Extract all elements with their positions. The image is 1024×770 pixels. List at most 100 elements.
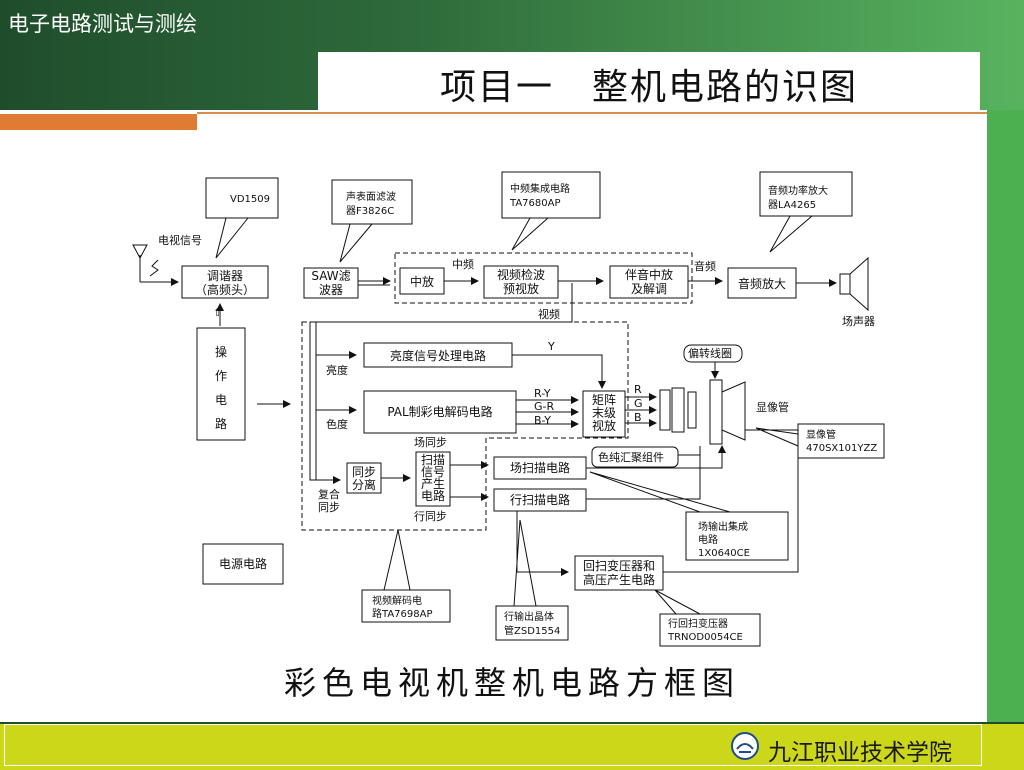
footer-band bbox=[0, 722, 1024, 770]
control-label: 路 bbox=[215, 416, 227, 431]
tube-text: 470SX101YZZ bbox=[806, 443, 877, 454]
purity-label: 色纯汇聚组件 bbox=[598, 450, 664, 464]
audio-amp-label: 音频放大 bbox=[738, 276, 786, 291]
diagram-caption: 彩色电视机整机电路方框图 bbox=[283, 664, 740, 702]
sound-if-label: 伴音中放 bbox=[625, 267, 673, 282]
tuner-block bbox=[181, 265, 269, 299]
scan-gen-label: 电路 bbox=[421, 488, 445, 503]
accent-bar bbox=[0, 114, 197, 130]
power-label: 电源电路 bbox=[219, 556, 267, 571]
luma-label: 亮度信号处理电路 bbox=[390, 348, 486, 363]
video-line-label: 视频 bbox=[538, 307, 560, 321]
flyback-part-text: TRNOD0054CE bbox=[667, 632, 743, 643]
pal-label: PAL制彩电解码电路 bbox=[387, 404, 492, 419]
school-name: 九江职业技术学院 bbox=[768, 740, 952, 766]
by-label: B-Y bbox=[534, 414, 551, 427]
speaker-label: 场声器 bbox=[842, 314, 875, 328]
gr-label: G-R bbox=[534, 400, 554, 413]
power-block bbox=[202, 543, 284, 585]
sound-if-block bbox=[609, 265, 689, 299]
tube-text: 显像管 bbox=[806, 428, 836, 441]
if-ic-text: 中频集成电路 bbox=[510, 182, 570, 195]
flyback-part-text: 行回扫变压器 bbox=[668, 617, 728, 630]
audio-ic-text: 器LA4265 bbox=[768, 199, 816, 211]
yoke-callout bbox=[683, 344, 743, 363]
side-strip bbox=[987, 110, 1024, 722]
if-ic-group bbox=[394, 252, 693, 304]
matrix-block bbox=[582, 390, 626, 438]
crt-label: 显像管 bbox=[756, 400, 789, 414]
v-out-callout bbox=[685, 511, 789, 561]
yoke-label: 偏转线圈 bbox=[688, 346, 732, 360]
v-out-text: 电路 bbox=[698, 533, 718, 546]
decoder-text: 路TA7698AP bbox=[372, 607, 433, 620]
control-label: 操 bbox=[215, 344, 227, 359]
video-detect-label: 预视放 bbox=[503, 281, 539, 296]
audio-line-label: 音频 bbox=[694, 259, 716, 273]
b-label: B bbox=[634, 411, 642, 424]
vd1509-text: VD1509 bbox=[230, 194, 270, 205]
h-out-callout bbox=[495, 605, 569, 641]
flyback-callout bbox=[659, 613, 761, 647]
sound-if-label: 及解调 bbox=[631, 282, 667, 296]
y-label: Y bbox=[547, 340, 555, 353]
composite-sync-label: 同步 bbox=[318, 501, 340, 514]
matrix-label: 视放 bbox=[592, 418, 616, 433]
h-sync-label: 行同步 bbox=[414, 510, 447, 523]
v-out-text: 1X0640CE bbox=[698, 548, 750, 559]
tv-signal-label: 电视信号 bbox=[158, 233, 202, 247]
flyback-block bbox=[574, 555, 664, 591]
audio-ic-callout bbox=[759, 171, 853, 217]
flyback-label: 回扫变压器和 bbox=[583, 558, 655, 573]
scan-gen-label: 产生 bbox=[421, 477, 445, 491]
course-title: 电子电路测试与测绘 bbox=[8, 12, 197, 36]
decoder-callout bbox=[361, 589, 451, 623]
page-title: 项目一 整机电路的识图 bbox=[439, 67, 858, 108]
matrix-label: 末级 bbox=[592, 406, 616, 420]
v-sync-label: 场同步 bbox=[414, 435, 447, 449]
vd1509-callout bbox=[205, 177, 279, 219]
saw-part-text: 声表面滤波 bbox=[346, 190, 396, 203]
purity-callout bbox=[591, 446, 679, 468]
sync-sep-label: 同步 bbox=[352, 465, 376, 479]
saw-label: 波器 bbox=[319, 283, 343, 297]
composite-sync-label: 复合 bbox=[318, 487, 340, 501]
title-box: 项目一 整机电路的识图 bbox=[318, 52, 980, 110]
h-out-text: 管ZSD1554 bbox=[504, 624, 560, 637]
video-detect-label: 视频检波 bbox=[497, 267, 545, 282]
h-scan-label: 行扫描电路 bbox=[510, 492, 570, 507]
speaker-icon bbox=[839, 256, 869, 312]
crt-icon bbox=[659, 379, 746, 445]
v-scan-label: 场扫描电路 bbox=[510, 460, 570, 475]
g-label: G bbox=[634, 397, 643, 410]
footer-frame bbox=[4, 724, 982, 766]
up-arrow-glyph: ⇧ bbox=[213, 306, 222, 319]
brightness-label: 亮度 bbox=[326, 363, 348, 377]
saw-part-text: 器F3826C bbox=[346, 205, 394, 217]
scan-gen-label: 信号 bbox=[421, 465, 445, 479]
decoder-text: 视频解码电 bbox=[372, 594, 422, 607]
flyback-label: 高压产生电路 bbox=[583, 572, 655, 587]
if-amp-label: 中放 bbox=[410, 274, 434, 289]
v-out-text: 场输出集成 bbox=[698, 520, 748, 533]
chroma-label: 色度 bbox=[326, 417, 348, 431]
matrix-label: 矩阵 bbox=[592, 393, 616, 407]
if-ic-text: TA7680AP bbox=[509, 198, 561, 209]
saw-label: SAW滤 bbox=[311, 269, 350, 283]
if-line-label: 中频 bbox=[452, 257, 474, 271]
control-block bbox=[196, 327, 246, 441]
if-ic-callout bbox=[501, 171, 601, 219]
scan-gen-label: 扫描 bbox=[421, 453, 445, 467]
h-scan-block bbox=[493, 488, 587, 512]
h-out-text: 行输出晶体 bbox=[504, 610, 554, 623]
ry-label: R-Y bbox=[534, 387, 551, 400]
control-label: 作 bbox=[215, 369, 227, 383]
audio-ic-text: 音频功率放大 bbox=[768, 184, 828, 197]
sync-sep-label: 分离 bbox=[352, 477, 376, 492]
tuner-label: 调谐器 bbox=[207, 269, 243, 283]
scan-gen-block bbox=[415, 451, 451, 507]
school-logo-icon bbox=[731, 732, 759, 760]
title-rule bbox=[197, 112, 987, 114]
r-label: R bbox=[634, 383, 642, 396]
